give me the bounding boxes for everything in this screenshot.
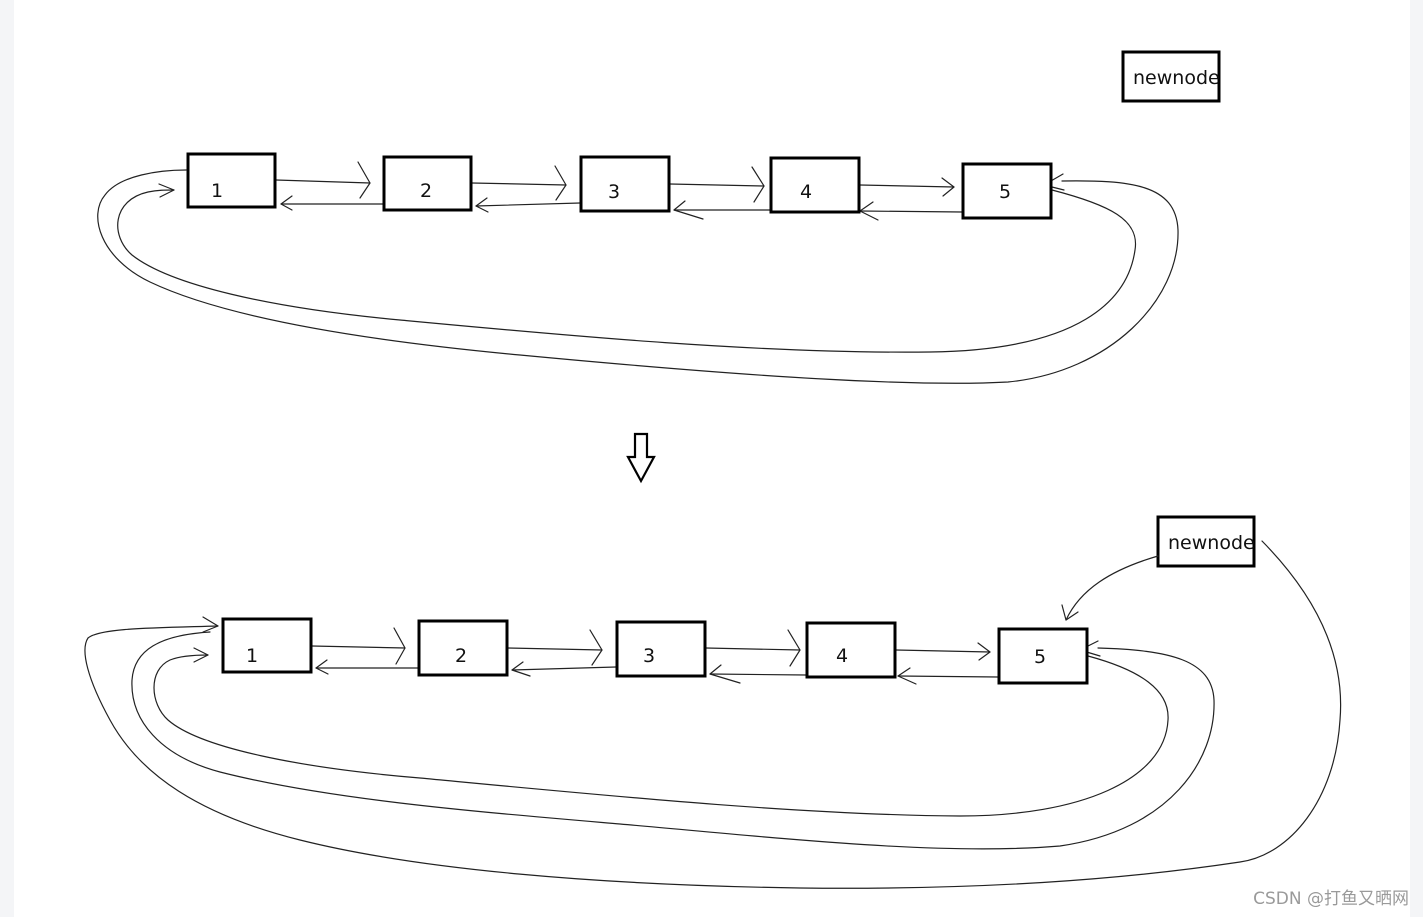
bottom-node-1-label: 1: [246, 645, 258, 667]
bottom-arrowhead-prev-2-1: [315, 659, 329, 675]
bottom-arrowhead-prev-4-3: [709, 664, 741, 684]
top-node-3: [579, 155, 671, 213]
top-arrowhead-prev-3-2: [475, 197, 489, 213]
bottom-node-3-label: 3: [643, 645, 655, 667]
top-newnode: newnode: [1121, 50, 1221, 103]
top-nodes: 1 2 3 4 5: [186, 152, 1053, 220]
bottom-nodes: 1 2 3 4 5: [221, 617, 1089, 685]
bottom-arrowhead-next-4-5: [977, 642, 991, 661]
bottom-circular-links: [84, 540, 1342, 889]
bottom-arrowhead-at-head: [193, 647, 209, 663]
bottom-node-4: [805, 621, 897, 679]
top-circular-links: [97, 169, 1179, 384]
top-node-5-label: 5: [999, 181, 1011, 203]
top-arrowhead-next-2-3: [554, 165, 567, 201]
top-arrowhead-prev-2-1: [280, 195, 293, 211]
bottom-link-next-2-3: [507, 647, 603, 651]
top-link-tail-to-head: [97, 169, 1179, 384]
bottom-newnode: newnode: [1156, 515, 1256, 568]
top-list: newnode: [97, 50, 1221, 384]
top-node-4-label: 4: [800, 181, 812, 203]
down-arrow-icon: [626, 432, 656, 484]
top-node-3-label: 3: [608, 181, 620, 203]
top-node-4: [769, 156, 861, 214]
top-node-1: [186, 152, 277, 209]
top-arrowhead-next-3-4: [751, 166, 765, 203]
bottom-link-prev-5-4: [897, 675, 999, 678]
top-arrowhead-next-1-2: [357, 161, 371, 199]
top-link-next-3-4: [669, 183, 765, 187]
bottom-arrowhead-newnode-to-head: [202, 616, 219, 633]
top-newnode-label: newnode: [1133, 67, 1220, 89]
top-link-prev-3-2: [475, 202, 581, 207]
bottom-node-4-label: 4: [836, 645, 848, 667]
bottom-link-tail-to-head: [131, 631, 1215, 850]
bottom-link-prev-3-2: [511, 666, 617, 671]
bottom-node-1: [221, 617, 313, 674]
top-link-head-to-tail: [117, 189, 1137, 353]
bottom-arrowhead-next-1-2: [393, 627, 406, 665]
bottom-link-newnode-to-head: [84, 540, 1342, 889]
bottom-node-3: [615, 620, 707, 678]
bottom-link-next-4-5: [895, 649, 991, 653]
watermark: CSDN @打鱼又晒网: [1253, 889, 1409, 909]
bottom-links: [311, 627, 999, 685]
top-node-2-label: 2: [420, 180, 432, 202]
bottom-arrowhead-prev-3-2: [511, 661, 531, 677]
top-node-2: [382, 155, 473, 212]
bottom-node-2-label: 2: [455, 645, 467, 667]
bottom-arrowhead-next-3-4: [787, 629, 801, 667]
bottom-arrowhead-newnode-to-node5: [1061, 604, 1079, 621]
bottom-link-newnode-to-node5: [1065, 555, 1159, 621]
top-arrowhead-next-4-5: [941, 177, 955, 197]
bottom-link-next-1-2: [311, 645, 406, 649]
bottom-newnode-box: [1156, 515, 1256, 568]
top-link-next-2-3: [471, 182, 567, 186]
top-arrowhead-at-head: [158, 183, 175, 198]
top-newnode-box: [1121, 50, 1221, 103]
bottom-newnode-label: newnode: [1168, 532, 1255, 554]
top-node-5: [961, 162, 1053, 220]
bottom-arrowhead-next-2-3: [589, 629, 603, 666]
bottom-link-next-3-4: [705, 647, 801, 651]
top-link-next-4-5: [859, 184, 955, 188]
bottom-link-prev-4-3: [709, 673, 807, 676]
bottom-node-5: [997, 627, 1089, 685]
top-arrowhead-prev-4-3: [673, 200, 704, 220]
bottom-arrowhead-prev-5-4: [897, 667, 917, 685]
top-link-next-1-2: [275, 179, 371, 184]
top-node-1-label: 1: [211, 180, 223, 202]
bottom-list: newnode: [84, 515, 1342, 889]
top-link-prev-5-4: [859, 210, 963, 213]
bottom-node-5-label: 5: [1034, 646, 1046, 668]
bottom-node-2: [417, 619, 509, 677]
bottom-link-head-to-tail: [153, 654, 1169, 817]
